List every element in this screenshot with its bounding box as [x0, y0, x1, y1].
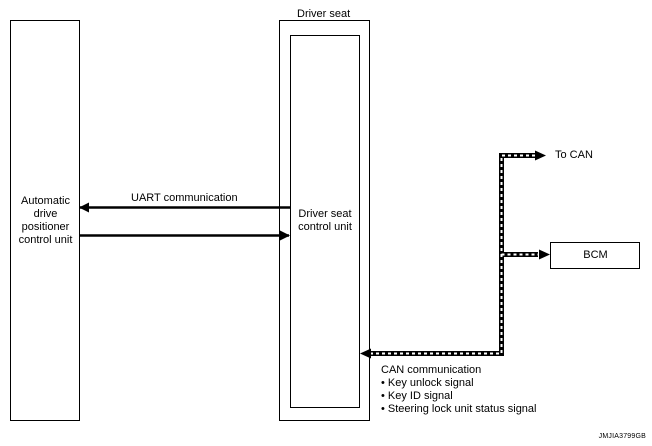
figure-code: JMJIA3799GB: [598, 433, 646, 440]
driver-seat-control-unit-label: Driver seat control unit: [285, 208, 365, 234]
can-signal-item: • Key unlock signal: [381, 377, 474, 389]
adp-control-unit-label: Automatic drive positioner control unit: [11, 195, 80, 247]
adp-line-4: control unit: [18, 234, 73, 246]
bcm-label: BCM: [583, 249, 608, 261]
driver-seat-outer-box: [279, 20, 370, 421]
can-arrow-to-bcm: [539, 249, 550, 260]
driver-seat-label: Driver seat: [297, 8, 351, 20]
can-arrow-to-can: [535, 150, 546, 161]
bcm-box: [550, 242, 640, 269]
adp-control-unit-box: [10, 20, 80, 421]
adp-line-2: drive: [33, 208, 58, 220]
can-signal-item: • Key ID signal: [381, 390, 453, 402]
can-communication-block: CAN communication • Key unlock signal • …: [381, 364, 537, 416]
driver-seat-control-unit-box: [290, 35, 360, 408]
dscu-line-1: Driver seat: [298, 208, 352, 220]
adp-line-1: Automatic: [21, 195, 70, 207]
dscu-line-2: control unit: [298, 221, 352, 233]
can-arrow-to-dscu: [360, 348, 371, 359]
can-bus-lines: [370, 153, 538, 356]
to-can-label: To CAN: [555, 149, 593, 161]
can-signal-item: • Steering lock unit status signal: [381, 403, 537, 415]
uart-communication-label: UART communication: [131, 192, 238, 204]
adp-line-3: positioner: [21, 221, 70, 233]
can-communication-title: CAN communication: [381, 364, 482, 376]
